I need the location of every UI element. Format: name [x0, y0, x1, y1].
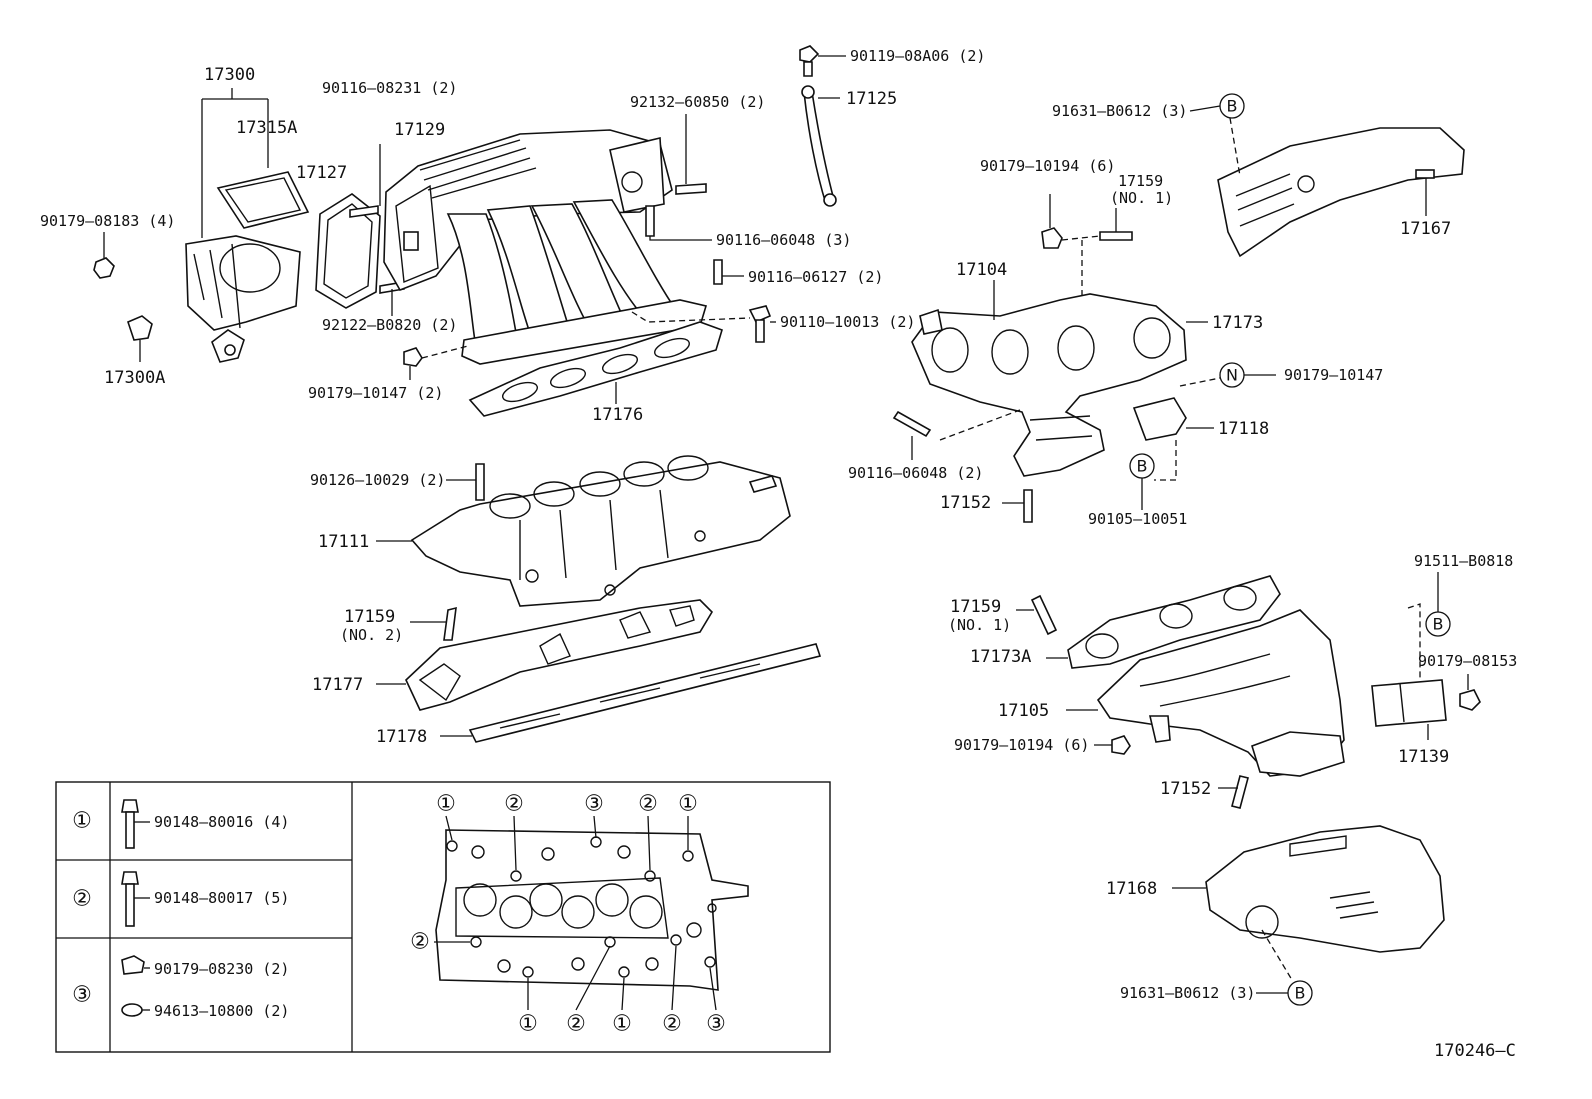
legend-row1-part: 90148–80016 (4)	[154, 813, 289, 831]
label-17173: 17173	[1212, 313, 1263, 333]
label-92132-60850: 92132–60850 (2)	[630, 93, 765, 111]
exhaust-manifold-17105	[1016, 572, 1481, 809]
legend-row2-part: 90148–80017 (5)	[154, 889, 289, 907]
pattern-marker-1: ①	[678, 792, 698, 817]
label-17177: 17177	[312, 675, 363, 695]
marker-b-bottom: B	[1295, 984, 1306, 1003]
label-17105: 17105	[998, 701, 1049, 721]
legend-row3-part-a: 90179–08230 (2)	[154, 960, 289, 978]
pattern-marker-1: ①	[518, 1012, 538, 1037]
label-17118: 17118	[1218, 419, 1269, 439]
label-17300a: 17300A	[104, 368, 165, 388]
label-17139: 17139	[1398, 747, 1449, 767]
label-17315a: 17315A	[236, 118, 297, 138]
label-90116-08231: 90116–08231 (2)	[322, 79, 457, 97]
marker-b-top: B	[1227, 97, 1238, 116]
label-17167: 17167	[1400, 219, 1451, 239]
label-17159-no1-bot-sub: (NO. 1)	[948, 616, 1011, 634]
intake-plenum-17129	[315, 114, 776, 380]
legend-row3-number: ③	[72, 983, 92, 1008]
label-17104: 17104	[956, 260, 1007, 280]
pattern-marker-3: ③	[706, 1012, 726, 1037]
label-17159-no2: 17159	[344, 607, 395, 627]
label-17152-bot: 17152	[1160, 779, 1211, 799]
legend-row3-part-b: 94613–10800 (2)	[154, 1002, 289, 1020]
label-17152-top: 17152	[940, 493, 991, 513]
bolt-pattern-drawing	[434, 815, 749, 1011]
label-17127: 17127	[296, 163, 347, 183]
insulator-17168	[1172, 825, 1445, 1006]
marker-n: N	[1226, 366, 1238, 385]
label-90126-10029: 90126–10029 (2)	[310, 471, 445, 489]
label-90179-10147: 90179–10147	[1284, 366, 1383, 384]
label-91511-b0818: 91511–B0818	[1414, 552, 1513, 570]
label-91631-b0612-top: 91631–B0612 (3)	[1052, 102, 1187, 120]
label-90116-06127: 90116–06127 (2)	[748, 268, 883, 286]
exhaust-manifold-17104	[892, 194, 1276, 523]
marker-b-right: B	[1433, 615, 1444, 634]
label-90119-08a06: 90119–08A06 (2)	[850, 47, 985, 65]
marker-b-mid: B	[1137, 457, 1148, 476]
label-17129: 17129	[394, 120, 445, 140]
gasket-17177	[376, 599, 714, 711]
label-90116-06048-3: 90116–06048 (3)	[716, 231, 851, 249]
label-91631-b0612-bot: 91631–B0612 (3)	[1120, 984, 1255, 1002]
label-90179-10147-2: 90179–10147 (2)	[308, 384, 443, 402]
insulator-17167	[1189, 93, 1465, 258]
pattern-marker-1: ①	[612, 1012, 632, 1037]
gasket-17176	[468, 321, 723, 417]
pattern-marker-2: ②	[638, 792, 658, 817]
throttle-body-17300	[93, 88, 310, 363]
label-90105-10051: 90105–10051	[1088, 510, 1187, 528]
label-90179-10194-top: 90179–10194 (6)	[980, 157, 1115, 175]
label-17159-no1-top: 17159	[1118, 172, 1163, 190]
label-17159-no1-bot: 17159	[950, 597, 1001, 617]
label-17173a: 17173A	[970, 647, 1031, 667]
legend-row1-number: ①	[72, 809, 92, 834]
label-17178: 17178	[376, 727, 427, 747]
label-17125: 17125	[846, 89, 897, 109]
pattern-marker-2: ②	[504, 792, 524, 817]
label-90110-10013: 90110–10013 (2)	[780, 313, 915, 331]
label-17176: 17176	[592, 405, 643, 425]
diagram-code: 170246–C	[1434, 1041, 1516, 1061]
label-90116-06048-2: 90116–06048 (2)	[848, 464, 983, 482]
bolt-legend-table	[55, 781, 831, 1053]
label-90179-10194-bot: 90179–10194 (6)	[954, 736, 1089, 754]
pattern-marker-3: ③	[584, 792, 604, 817]
pattern-marker-2: ②	[566, 1012, 586, 1037]
label-17159-no1-top-sub: (NO. 1)	[1110, 189, 1173, 207]
label-17300: 17300	[204, 65, 255, 85]
pattern-marker-1: ①	[436, 792, 456, 817]
label-17159-no2-sub: (NO. 2)	[340, 626, 403, 644]
label-92122-b0820: 92122–B0820 (2)	[322, 316, 457, 334]
gasket-17178	[440, 643, 822, 743]
label-17111: 17111	[318, 532, 369, 552]
lower-intake-17111	[376, 455, 791, 641]
label-90179-08183: 90179–08183 (4)	[40, 212, 175, 230]
stay-17125	[799, 45, 846, 207]
label-90179-08153: 90179–08153	[1418, 652, 1517, 670]
label-17168: 17168	[1106, 879, 1157, 899]
legend-row2-number: ②	[72, 887, 92, 912]
pattern-marker-2: ②	[410, 930, 430, 955]
pattern-marker-2: ②	[662, 1012, 682, 1037]
